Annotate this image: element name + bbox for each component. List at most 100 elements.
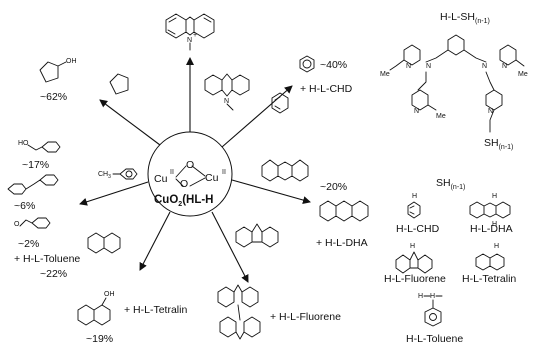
toluene-total: ~22%	[40, 268, 67, 280]
dha-products: ~20% + H-L-DHA	[261, 159, 369, 249]
legend-h-dha: H	[492, 193, 497, 200]
acridinium-n: N	[187, 37, 192, 44]
bifluorene-top	[217, 284, 259, 308]
acridine-n: N	[224, 98, 229, 105]
acridinium-charge: +	[193, 32, 197, 39]
ligand-structure: H-L-SH(n-1) N N N Me N Me N Me N SH(n-1)	[380, 11, 528, 151]
arrow-fluorene	[211, 211, 249, 283]
center-complex: Cu II O O Cu II CuO2(HL-H	[147, 131, 233, 217]
chd-label: + H-L-CHD	[300, 83, 353, 95]
benzyl-alcohol-ring	[41, 141, 61, 153]
acridinium-rings	[165, 13, 215, 39]
tetralol-yield: ~19%	[86, 333, 113, 345]
thf-product: OH ~62%	[39, 58, 129, 103]
tetralol-rings	[77, 304, 111, 326]
tetralin-products: OH ~19% + H-L-Tetralin	[77, 232, 187, 345]
lactol-oh: OH	[66, 58, 77, 65]
ligand-lower-left-pyridine	[411, 89, 429, 111]
ligand-n1: N	[426, 63, 431, 70]
acridinium-double-bonds	[167, 17, 212, 35]
ligand-n2: N	[482, 63, 487, 70]
dha-label: + H-L-DHA	[316, 237, 368, 249]
toluene-ch3: CH3	[98, 171, 111, 180]
legend-h-toluene-left: H	[418, 293, 423, 300]
legend-chd: H-L-CHD	[396, 223, 440, 235]
ligand-me1: Me	[380, 71, 390, 78]
benzyl-alcohol-ho: HO	[18, 140, 29, 147]
ligand-title: H-L-SH(n-1)	[440, 11, 490, 25]
o-bottom: O	[180, 178, 188, 190]
dha-rings	[261, 159, 309, 182]
acridine-rings	[204, 73, 250, 97]
anthracene-rings	[319, 200, 369, 222]
bibenzyl-yield: ~6%	[14, 200, 35, 212]
substrate-legend: SH(n-1) H H-L-CHD H H H-L-DHA H H-L-Fluo…	[384, 177, 516, 345]
ligand-n6: N	[488, 108, 493, 115]
ligand-n3: N	[406, 63, 411, 70]
bifluorene-bottom	[219, 316, 261, 340]
legend-dha-rings	[469, 201, 511, 219]
toluene-label: + H-L-Toluene	[14, 253, 80, 265]
cu2-ox: II	[222, 169, 226, 176]
thf-ring	[109, 73, 129, 95]
benzaldehyde-ring	[31, 217, 51, 229]
toluene-ring	[119, 168, 138, 180]
cu2-label: Cu	[205, 172, 219, 184]
benzene-ring	[299, 55, 315, 73]
arrow-tetralin	[139, 211, 171, 271]
thf-yield: ~62%	[40, 91, 67, 103]
legend-toluene-ring	[424, 307, 442, 327]
lactol-oh-bond	[57, 61, 67, 67]
legend-dha: H-L-DHA	[470, 223, 513, 235]
legend-chd-ring	[407, 201, 421, 219]
legend-fluorene: H-L-Fluorene	[384, 273, 446, 285]
benzaldehyde-yield: ~2%	[18, 238, 39, 250]
fluorene-products: + H-L-Fluorene	[217, 223, 341, 340]
fluorene-label: + H-L-Fluorene	[270, 311, 341, 323]
bibenzyl	[7, 174, 59, 195]
o-top: O	[186, 159, 194, 171]
arrow-dha	[231, 179, 311, 204]
chd-ring	[271, 92, 289, 114]
arrow-chd	[221, 85, 293, 148]
legend-h-fluorene: H	[410, 243, 415, 250]
ligand-lower-right-pyridine	[485, 89, 503, 111]
reaction-arrows	[79, 57, 311, 283]
benzyl-alcohol-yield: ~17%	[22, 159, 49, 171]
cu1-label: Cu	[154, 173, 168, 185]
ligand-me3: Me	[436, 113, 446, 120]
toluene-products: CH3 HO ~17% ~6% O ~2% + H-L-Toluene ~22%	[7, 140, 138, 280]
benzaldehyde-o: O	[14, 221, 20, 228]
ligand-me2: Me	[518, 71, 528, 78]
tetralin-rings	[87, 232, 121, 254]
legend-title: SH(n-1)	[436, 177, 465, 191]
legend-tetralin-rings	[475, 253, 505, 271]
legend-h-chd: H	[412, 193, 417, 200]
peroxo-bonds	[175, 165, 206, 187]
arrow-thf	[99, 99, 161, 146]
legend-h-dha2: H	[492, 221, 497, 228]
acridine-methyl	[226, 103, 234, 111]
ligand-n4: N	[502, 63, 507, 70]
tetralin-label: + H-L-Tetralin	[124, 304, 187, 316]
ligand-right-pyridine	[499, 44, 517, 66]
legend-tetralin: H-L-Tetralin	[462, 273, 516, 285]
ligand-sh: SH(n-1)	[484, 137, 513, 151]
benzene-yield: ~40%	[320, 59, 347, 71]
legend-toluene: H-L-Toluene	[406, 333, 463, 345]
methylacridinium-product: N +	[165, 13, 215, 51]
chd-product: ~40% + H-L-CHD	[271, 55, 353, 114]
anthracene-yield: ~20%	[320, 181, 347, 193]
ligand-central-ring	[447, 34, 465, 56]
tetralol-oh: OH	[104, 291, 115, 298]
legend-fluorene-rings	[395, 251, 433, 274]
methylacridine-product: N	[204, 73, 250, 111]
lactol-ring	[39, 61, 59, 83]
cu1-ox: II	[170, 169, 174, 176]
arrow-toluene	[79, 181, 149, 206]
legend-h-toluene: H	[430, 293, 435, 300]
fluorene-rings	[235, 223, 279, 248]
complex-formula: CuO2(HL-H	[154, 194, 213, 208]
